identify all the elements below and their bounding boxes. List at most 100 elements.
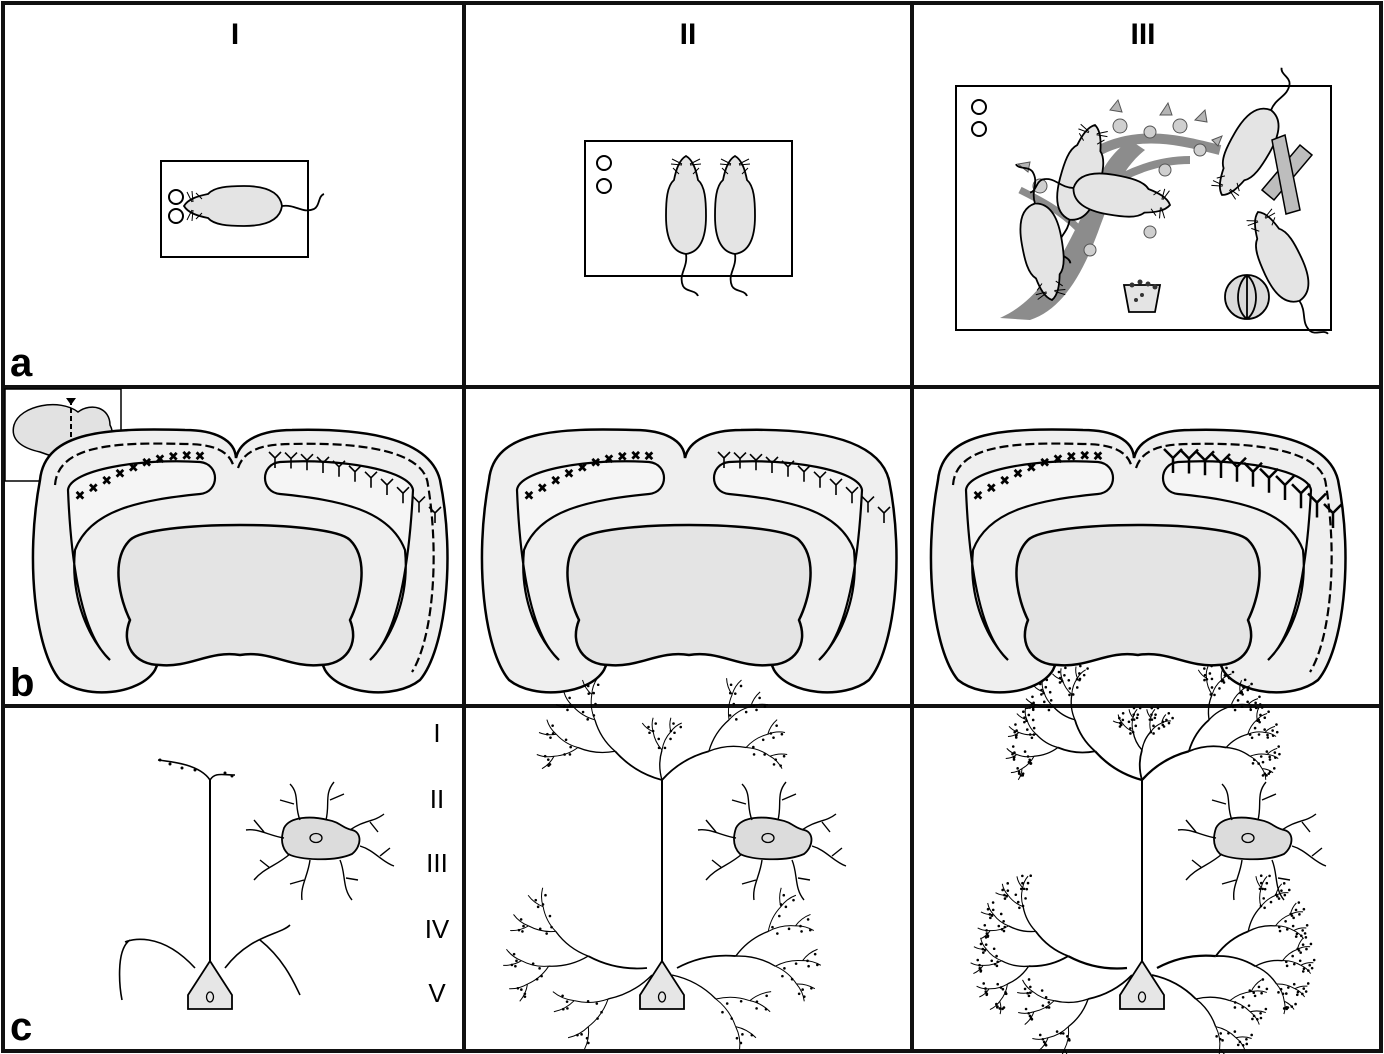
spine-dot [1290, 1005, 1294, 1008]
spine-dot [1058, 676, 1062, 680]
dendrite-branch [780, 894, 797, 907]
spine-dot [1219, 1032, 1223, 1035]
spine-dot [523, 992, 527, 996]
spine-dot [1058, 681, 1062, 684]
dendrite-branch [521, 960, 549, 967]
spine-dot [792, 898, 795, 902]
dendrite-branch [1297, 937, 1304, 950]
dendrite-branch [990, 925, 1009, 932]
dendrite-branch [563, 691, 574, 707]
dendrite-branch [1022, 875, 1029, 888]
dendrite-branch [590, 694, 596, 720]
dendrite-branch [1211, 679, 1222, 695]
spine-dot [1309, 942, 1313, 946]
spine-dot [1086, 667, 1089, 670]
spine-marker [829, 478, 843, 495]
spine-marker [332, 460, 346, 477]
spine-dot [1210, 664, 1213, 668]
dendrite-branch [1294, 988, 1306, 998]
spine-dot [1150, 706, 1154, 710]
spine-dot [1294, 908, 1298, 912]
dendrite-branch [1138, 749, 1143, 781]
spine-dot [1012, 755, 1016, 759]
spine-dot [592, 714, 596, 717]
spine-dot [566, 1007, 569, 1010]
dendrite-branch [1256, 707, 1260, 720]
spine-dot [1286, 1006, 1290, 1009]
spine-dot [739, 999, 743, 1003]
spine-dot [776, 932, 779, 935]
spine-marker [1179, 448, 1199, 474]
dendrite-branch [1132, 731, 1143, 751]
spine-marker [380, 478, 394, 495]
spine-dot [1138, 706, 1142, 710]
cage-enriched [955, 62, 1337, 349]
spine-dot [1205, 677, 1209, 681]
spine-dot [561, 1007, 565, 1011]
spine-dot [1268, 758, 1272, 761]
dendrite-branch [989, 1000, 1001, 1010]
spine-dot [1271, 734, 1275, 737]
spine-marker [364, 471, 378, 488]
spine-dot [1246, 688, 1250, 692]
spine-dot [1301, 943, 1305, 946]
dendrite-branch [1195, 996, 1231, 1002]
spine-dot [1005, 895, 1008, 898]
spine-dot [761, 738, 765, 742]
basal-dendrite [224, 924, 301, 996]
x-marker: ✖ [181, 449, 192, 464]
x-marker: ✖ [128, 461, 139, 476]
spine-dot [1031, 708, 1035, 712]
spine-dot [1258, 720, 1261, 724]
spine-dot [531, 962, 535, 965]
x-marker: ✖ [564, 467, 575, 482]
spine-dot [1253, 994, 1257, 998]
spine-dot [581, 710, 585, 714]
spine-dot [1303, 932, 1307, 935]
brain-section-3: ✖✖✖✖✖✖✖✖✖✖ [929, 428, 1347, 694]
spine-dot [1167, 711, 1171, 715]
spine-dot [1241, 996, 1245, 999]
spine-dot [1019, 887, 1023, 891]
spine-dot [765, 994, 768, 998]
spine-dot [1246, 700, 1249, 704]
spine-dot [648, 731, 651, 735]
dendrite-branch [1041, 680, 1045, 693]
spine-dot [741, 1033, 744, 1036]
spine-dot [1119, 723, 1123, 727]
spine-dot [168, 762, 172, 766]
dendrite-branch [572, 706, 596, 721]
spine-marker [749, 453, 763, 471]
spine-dot [1220, 679, 1224, 683]
dendrite-branch [1018, 1011, 1035, 1014]
spine-dot [728, 691, 732, 695]
dendrite-branch [1071, 677, 1078, 695]
x-marker: ✖ [75, 489, 86, 504]
spine-dot [1247, 1004, 1251, 1007]
spine-dot [1171, 716, 1174, 720]
dendrite-branch [588, 998, 609, 1028]
dendrite-branch [1054, 998, 1089, 1004]
dendrite-branch [541, 756, 555, 770]
spine-marker [781, 460, 795, 477]
spine-dot [732, 702, 736, 706]
dendrite-branch [999, 1001, 1002, 1015]
spine-dot [806, 918, 810, 921]
dendrite-branch [1150, 722, 1162, 732]
stellate-neuron-icon [245, 781, 395, 901]
spine-dot [797, 992, 801, 996]
spine-dot [807, 964, 810, 968]
spine-dot [223, 771, 227, 775]
spine-dot [1030, 736, 1034, 740]
spine-dot [566, 708, 569, 712]
spine-dot [1047, 1001, 1051, 1004]
spine-dot [543, 754, 547, 758]
spine-dot [1031, 718, 1035, 722]
neuron-set-1 [118, 758, 395, 1010]
spine-dot [1276, 895, 1279, 898]
dendrite-branch [708, 719, 730, 752]
spine-dot [1040, 989, 1044, 992]
spine-dot [514, 964, 517, 968]
dendrite-branch [708, 745, 747, 752]
